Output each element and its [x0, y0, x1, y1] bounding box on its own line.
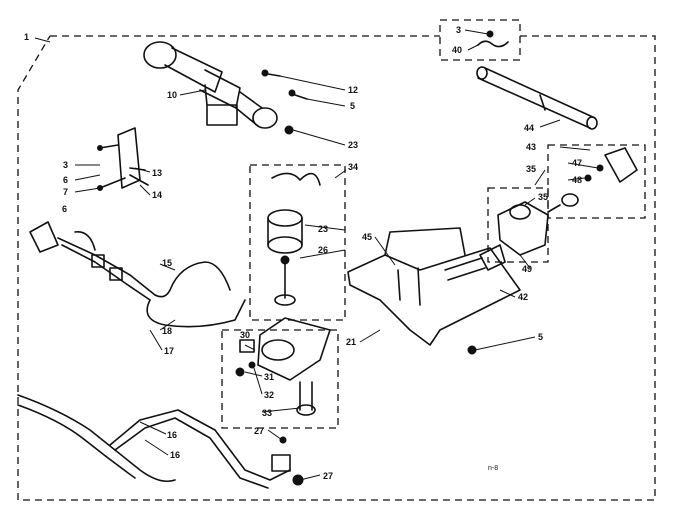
- callout-3b: 3: [456, 25, 461, 35]
- callout-42: 42: [518, 292, 528, 302]
- callout-16b: 16: [170, 450, 180, 460]
- leader-lines: [34, 29, 599, 481]
- callout-48: 48: [572, 175, 582, 185]
- callout-47: 47: [572, 158, 582, 168]
- callout-6b: 6: [62, 204, 67, 214]
- valve-box: [221, 329, 339, 429]
- solenoid-coil: [267, 172, 321, 306]
- callout-7: 7: [63, 187, 68, 197]
- callout-15: 15: [162, 258, 172, 268]
- burner-tube: [143, 41, 278, 129]
- screw-27-upper: [279, 436, 287, 444]
- assembly-frame: [17, 35, 656, 501]
- callout-49: 49: [522, 264, 532, 274]
- solenoid-box: [249, 164, 346, 321]
- screws-upper: [261, 69, 346, 146]
- callout-18: 18: [162, 326, 172, 336]
- callout-6a: 6: [63, 175, 68, 185]
- callout-30: 30: [240, 330, 250, 340]
- callout-5b: 5: [538, 332, 543, 342]
- callout-45: 45: [362, 232, 372, 242]
- callout-23b: 23: [318, 224, 328, 234]
- fastener-box: [439, 19, 521, 61]
- callout-13: 13: [152, 168, 162, 178]
- callout-27b: 27: [323, 471, 333, 481]
- callout-3a: 3: [63, 160, 68, 170]
- pressure-regulator: [444, 201, 549, 281]
- thermocouple: [29, 221, 231, 301]
- callout-14: 14: [152, 190, 162, 200]
- callout-31: 31: [264, 372, 274, 382]
- gas-tube: [146, 299, 246, 328]
- callout-40: 40: [452, 45, 462, 55]
- callout-23a: 23: [348, 140, 358, 150]
- callout-43: 43: [526, 142, 536, 152]
- callout-44: 44: [524, 123, 534, 133]
- callout-26: 26: [318, 245, 328, 255]
- callout-1: 1: [24, 32, 29, 42]
- control-shaft: [476, 66, 598, 130]
- regulator-box: [487, 187, 549, 263]
- callout-10: 10: [167, 90, 177, 100]
- callout-35: 35: [526, 164, 536, 174]
- connector-block: [271, 454, 304, 486]
- left-bracket: [97, 127, 149, 191]
- callout-33: 33: [262, 408, 272, 418]
- corner-code: n-8: [488, 465, 498, 472]
- callout-36: 35: [538, 192, 548, 202]
- callout-17: 17: [164, 346, 174, 356]
- callout-12: 12: [348, 85, 358, 95]
- screw-5-lower: [467, 345, 477, 355]
- mounting-plate: [347, 227, 521, 346]
- callout-labels: 1 10 12 5 23 3 6 7 13 14 6 15 18 17 16 1…: [24, 25, 582, 481]
- callout-27a: 27: [254, 426, 264, 436]
- orifice-fitting: [547, 147, 638, 213]
- ignition-cable: [17, 394, 291, 489]
- callout-21: 21: [346, 337, 356, 347]
- gas-valve: [235, 317, 331, 416]
- callout-5: 5: [350, 101, 355, 111]
- callout-32: 32: [264, 390, 274, 400]
- callout-34: 34: [348, 162, 358, 172]
- fitting-box: [547, 144, 646, 219]
- callout-16a: 16: [167, 430, 177, 440]
